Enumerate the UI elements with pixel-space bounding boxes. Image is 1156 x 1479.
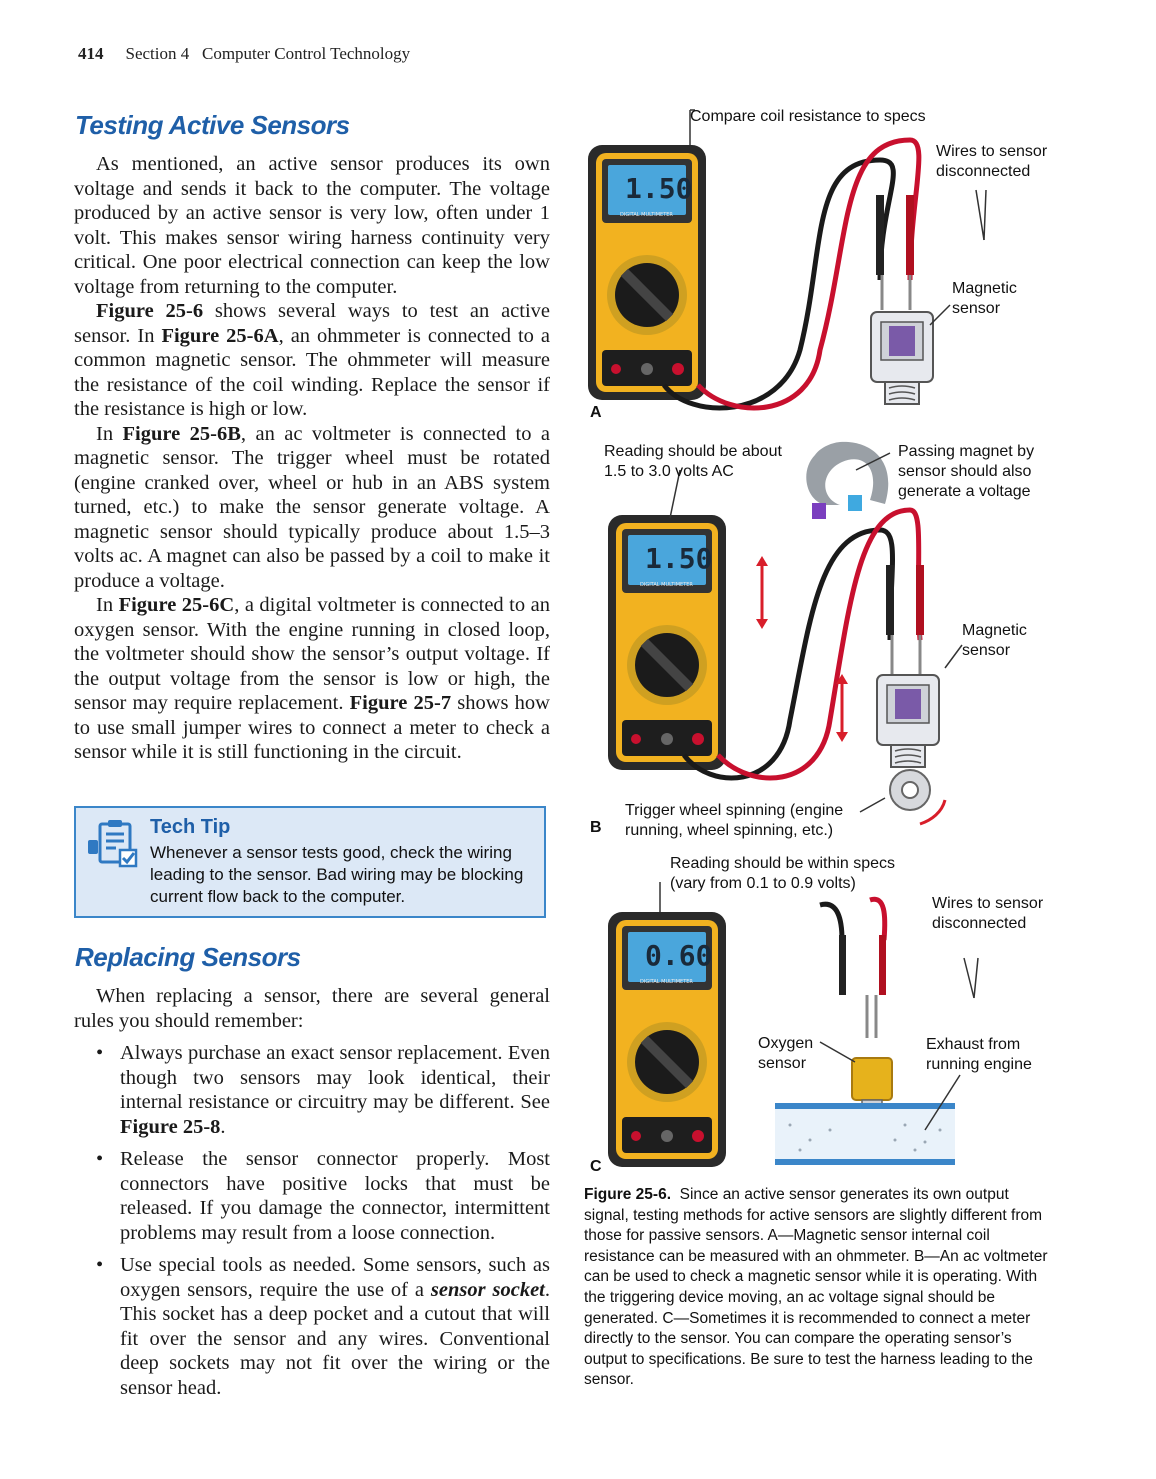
paragraph-text: , an ohmmeter is connected to a common m… <box>74 324 550 421</box>
figure-ref: Figure 25-6 <box>96 300 204 322</box>
meter-c-display: 0.60 <box>645 939 713 972</box>
tech-tip-box: Tech Tip Whenever a sensor tests good, c… <box>74 806 546 918</box>
meter-b-display: 1.50 <box>645 542 713 575</box>
paragraph-intro: When replacing a sensor, there are sever… <box>74 985 550 1032</box>
panel-c-reading-label: Reading should be within specs (vary fro… <box>670 855 896 892</box>
paragraph-text: , an ac voltmeter is connected to a magn… <box>74 422 550 592</box>
paragraph-text: In <box>96 422 123 445</box>
tech-tip-body: Whenever a sensor tests good, check the … <box>150 843 524 906</box>
list-item: Always purchase an exact sensor replacem… <box>96 1041 550 1139</box>
list-item-text: Always purchase an exact sensor replacem… <box>120 1042 550 1113</box>
meter-c-brand: DIGITAL MULTIMETER <box>640 979 693 985</box>
caption-label: Figure 25-6. <box>584 1186 671 1203</box>
panel-b-reading-label: Reading should be about 1.5 to 3.0 volts… <box>604 443 782 480</box>
panel-b-trigger-label: Trigger wheel spinning (engine running, … <box>625 802 844 839</box>
section-title: Section 4 Computer Control Technology <box>125 44 411 63</box>
paragraph-text: shows several ways to test an active sen… <box>74 300 551 347</box>
paragraph-text: , a digital voltmeter is connected to an… <box>74 594 550 714</box>
section-heading-replacing: Replacing Sensors <box>75 942 301 972</box>
figure-25-6: 1.50 1.50 0.60 DIGITAL MULTIMETER DIGITA… <box>580 100 1080 1175</box>
running-header: 414 Section 4 Computer Control Technology <box>78 44 410 64</box>
paragraph-1: As mentioned, an active sensor produces … <box>74 153 550 298</box>
panel-a-sensor-label: Magnetic sensor <box>952 280 1017 317</box>
paragraph-2: Figure 25-6 shows several ways to test a… <box>74 299 550 422</box>
paragraph-3: In Figure 25-6B, an ac voltmeter is conn… <box>74 422 550 594</box>
list-item: Use special tools as needed. Some sensor… <box>96 1253 550 1400</box>
list-item-text: . This socket has a deep pocket and a cu… <box>120 1278 550 1399</box>
list-item-text: Use special tools as needed. Some sensor… <box>120 1254 550 1301</box>
panel-c-letter: C <box>590 1158 602 1175</box>
panel-a-top-label: Compare coil resistance to specs <box>690 108 926 125</box>
panel-a-wires-label: Wires to sensor disconnected <box>936 143 1048 180</box>
page-number: 414 <box>78 44 104 63</box>
body-column-2: When replacing a sensor, there are sever… <box>74 984 550 1408</box>
rules-list: Always purchase an exact sensor replacem… <box>74 1041 550 1400</box>
meter-a-display: 1.50 <box>625 172 693 205</box>
tech-tip-clipboard-icon <box>88 820 138 868</box>
panel-a <box>588 109 987 411</box>
figure-ref: Figure 25-6C <box>118 594 235 616</box>
figure-caption: Figure 25-6. Since an active sensor gene… <box>584 1185 1056 1391</box>
figure-illustration <box>588 109 987 1167</box>
body-column-1: As mentioned, an active sensor produces … <box>74 152 550 765</box>
paragraph-text: shows how to use small jumper wires to c… <box>74 692 550 763</box>
meter-a-brand: DIGITAL MULTIMETER <box>620 212 673 218</box>
panel-c-exhaust-label: Exhaust from running engine <box>926 1036 1032 1073</box>
panel-c <box>608 882 979 1167</box>
panel-c-oxygen-label: Oxygen sensor <box>758 1035 814 1072</box>
panel-b-sensor-label: Magnetic sensor <box>962 622 1027 659</box>
tech-tip-title: Tech Tip <box>150 816 231 838</box>
panel-b-magnet-label: Passing magnet by sensor should also gen… <box>898 443 1035 500</box>
section-heading-testing: Testing Active Sensors <box>75 110 350 140</box>
figure-ref: Figure 25-8 <box>120 1115 221 1138</box>
key-term: sensor socket <box>430 1278 545 1301</box>
figure-ref: Figure 25-6A <box>161 324 279 347</box>
panel-c-wires-label: Wires to sensor disconnected <box>932 895 1044 932</box>
figure-ref: Figure 25-7 <box>349 692 452 714</box>
meter-b-brand: DIGITAL MULTIMETER <box>640 582 693 588</box>
panel-b <box>608 441 963 826</box>
paragraph-4: In Figure 25-6C, a digital voltmeter is … <box>74 593 550 765</box>
list-item-text: Release the sensor connector properly. M… <box>120 1148 550 1244</box>
caption-text: Since an active sensor generates its own… <box>584 1186 1052 1389</box>
list-item: Release the sensor connector properly. M… <box>96 1147 550 1245</box>
panel-a-letter: A <box>590 404 602 421</box>
list-item-text: . <box>220 1115 226 1138</box>
figure-ref: Figure 25-6B <box>122 422 241 445</box>
paragraph-text: In <box>96 594 119 616</box>
panel-b-letter: B <box>590 819 602 836</box>
